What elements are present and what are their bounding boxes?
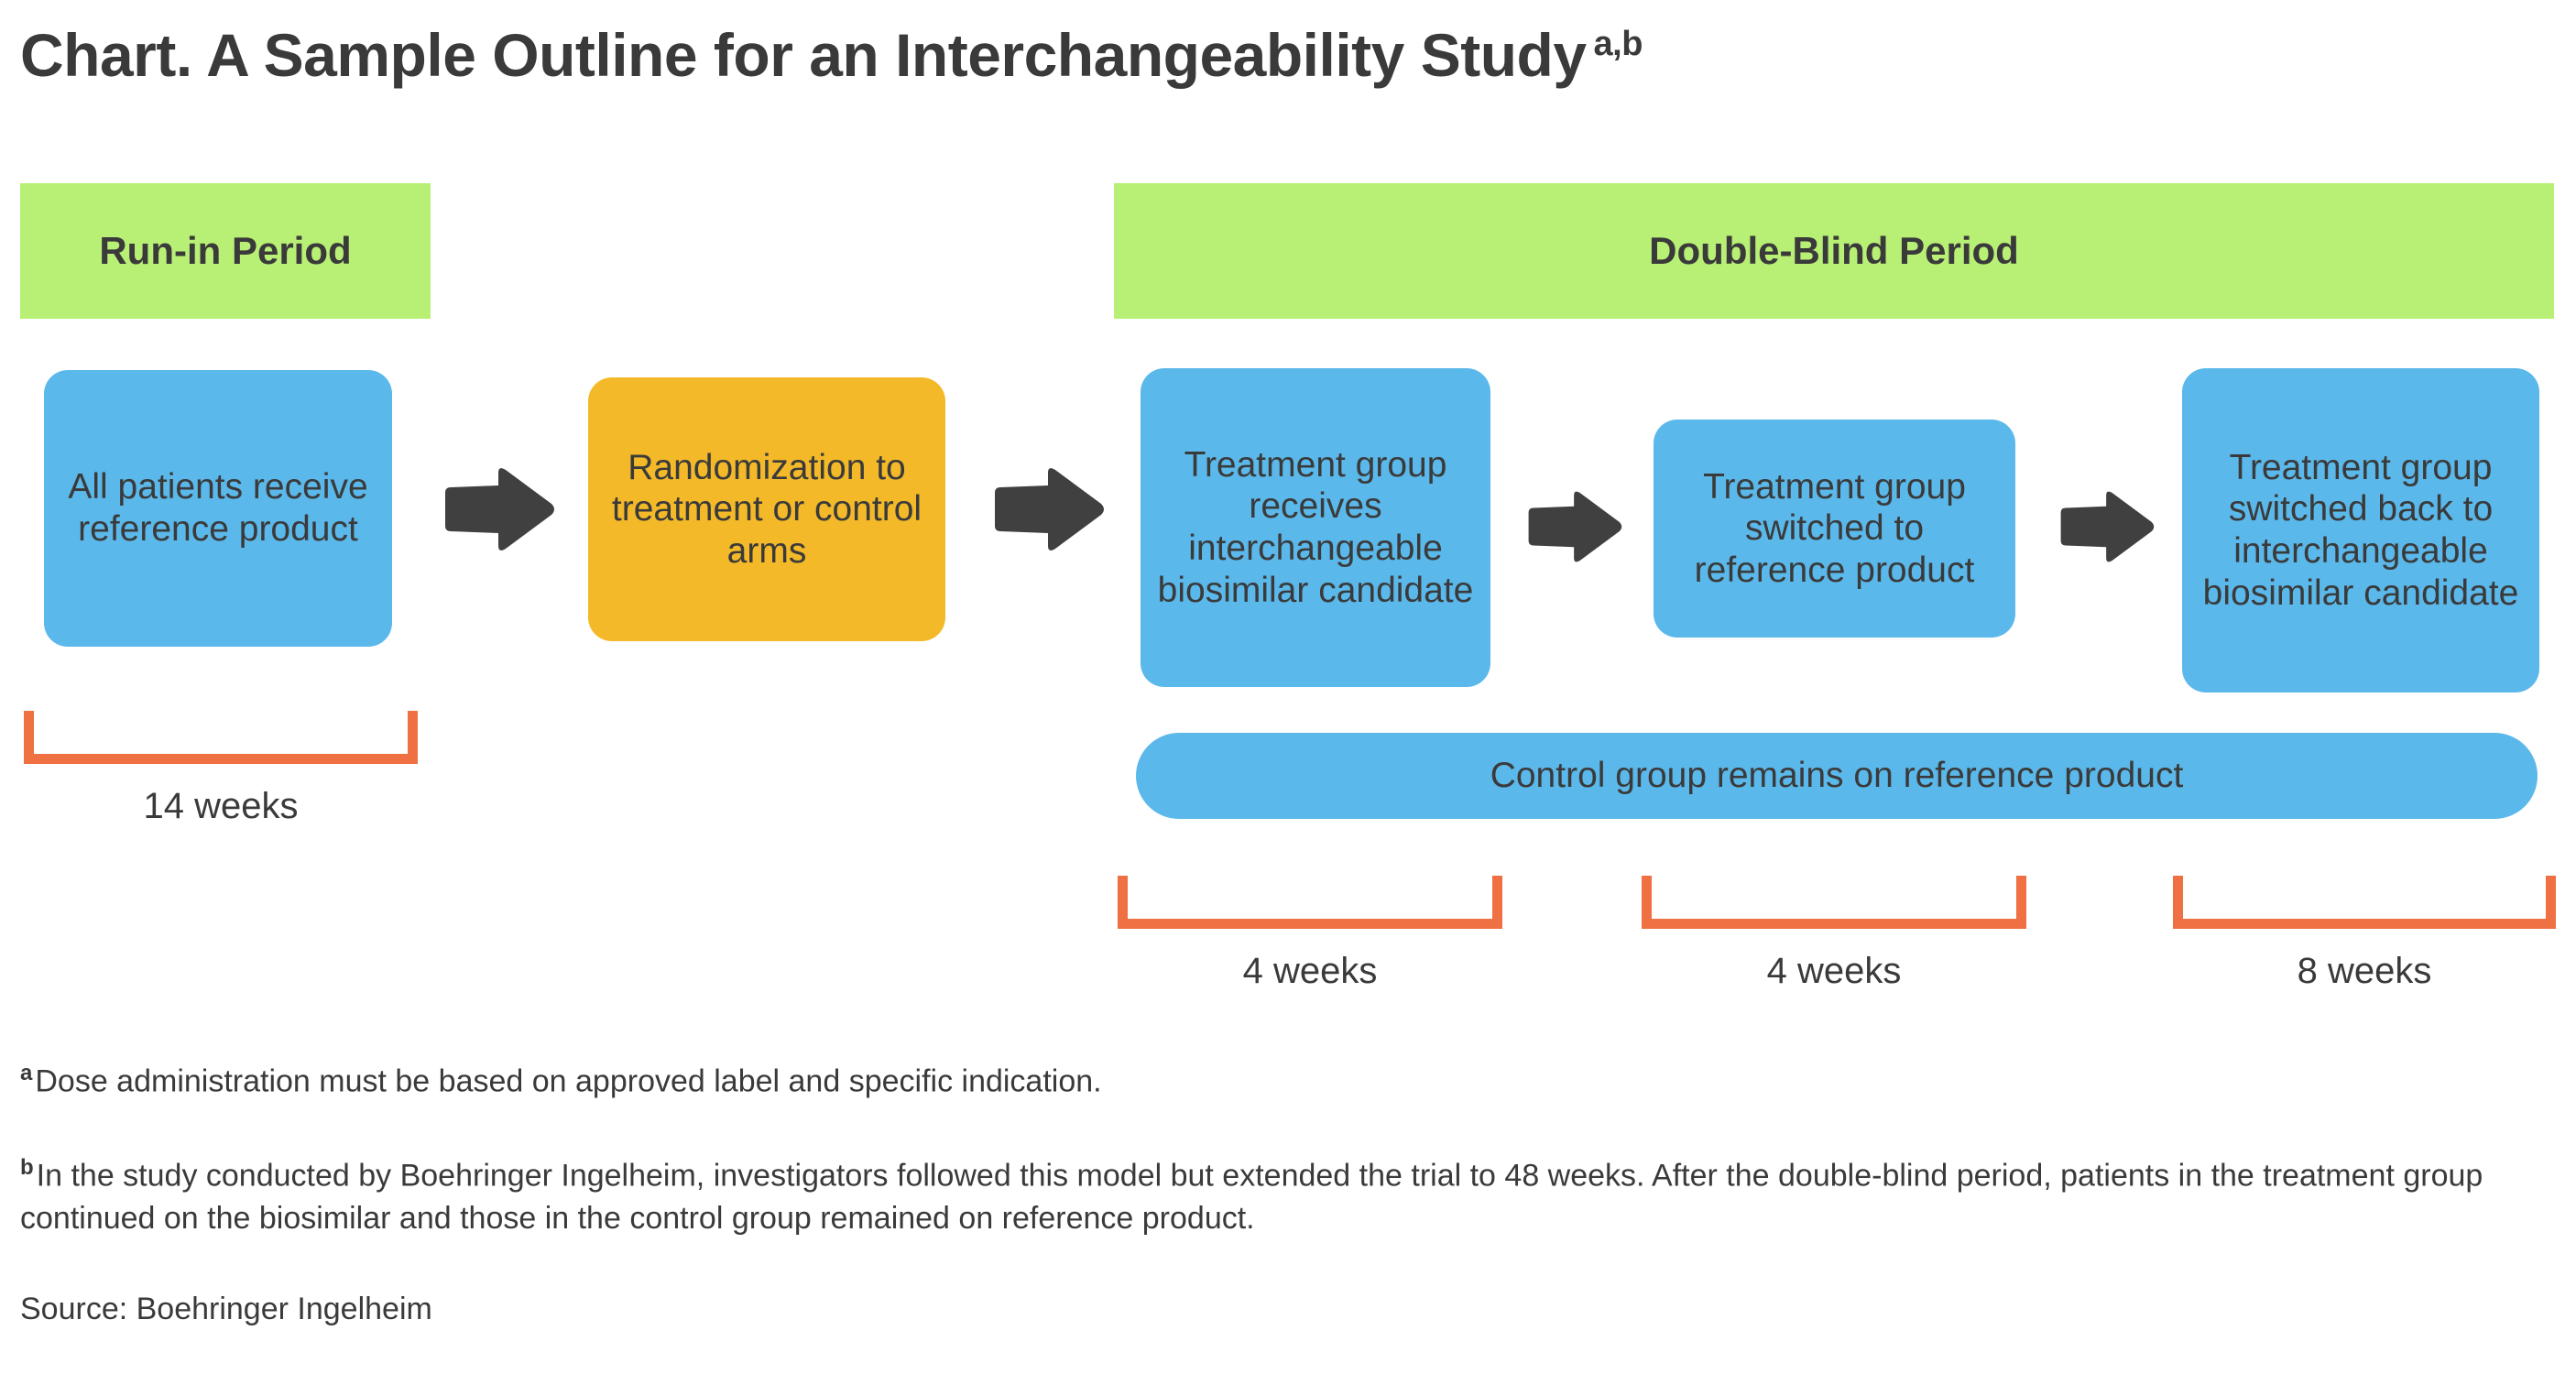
duration-bracket-period-2 <box>1642 876 2026 929</box>
step-box-treatment-2-label: Treatment group switched to reference pr… <box>1694 466 1975 590</box>
step-box-treatment-1: Treatment group receives interchangeable… <box>1141 368 1490 687</box>
duration-bracket-period-1 <box>1118 876 1502 929</box>
duration-bracket-run-in <box>24 711 418 764</box>
footnote-a: aDose administration must be based on ap… <box>20 1058 2549 1103</box>
step-box-treatment-3: Treatment group switched back to interch… <box>2182 368 2539 692</box>
arrow-right-icon <box>2060 491 2155 562</box>
phase-banner-run-in: Run-in Period <box>20 183 431 319</box>
arrow-right-icon <box>445 468 554 551</box>
step-box-control-group: Control group remains on reference produ… <box>1136 733 2538 819</box>
duration-label-period-2: 4 weeks <box>1766 951 1902 991</box>
step-box-all-patients-label: All patients receive reference product <box>68 467 368 549</box>
step-box-treatment-2: Treatment group switched to reference pr… <box>1654 420 2015 638</box>
footnote-b: bIn the study conducted by Boehringer In… <box>20 1152 2549 1240</box>
duration-label-period-3: 8 weeks <box>2297 951 2432 991</box>
step-box-treatment-1-label: Treatment group receives interchangeable… <box>1157 444 1474 610</box>
duration-label-period-1: 4 weeks <box>1242 951 1378 991</box>
duration-bracket-period-3 <box>2173 876 2556 929</box>
phase-banner-double-blind: Double-Blind Period <box>1114 183 2554 319</box>
page-title-text: Chart. A Sample Outline for an Interchan… <box>20 21 1587 89</box>
footnote-b-text: In the study conducted by Boehringer Ing… <box>20 1158 2483 1237</box>
footnote-a-marker: a <box>20 1061 33 1085</box>
step-box-randomization: Randomization to treatment or control ar… <box>588 377 945 641</box>
step-box-all-patients: All patients receive reference product <box>44 370 392 647</box>
page-title-superscript: a,b <box>1593 25 1643 63</box>
arrow-right-icon <box>995 468 1104 551</box>
page-title: Chart. A Sample Outline for an Interchan… <box>20 20 1643 90</box>
duration-label-run-in: 14 weeks <box>143 786 299 826</box>
arrow-right-icon <box>1528 491 1622 562</box>
step-box-treatment-3-label: Treatment group switched back to interch… <box>2202 447 2519 613</box>
phase-banner-run-in-label: Run-in Period <box>99 229 352 272</box>
step-box-control-group-label: Control group remains on reference produ… <box>1490 756 2184 796</box>
footnote-a-text: Dose administration must be based on app… <box>35 1063 1102 1099</box>
source-line: Source: Boehringer Ingelheim <box>20 1292 432 1326</box>
step-box-randomization-label: Randomization to treatment or control ar… <box>611 447 922 571</box>
phase-banner-double-blind-label: Double-Blind Period <box>1649 229 2019 272</box>
footnote-b-marker: b <box>20 1155 34 1180</box>
